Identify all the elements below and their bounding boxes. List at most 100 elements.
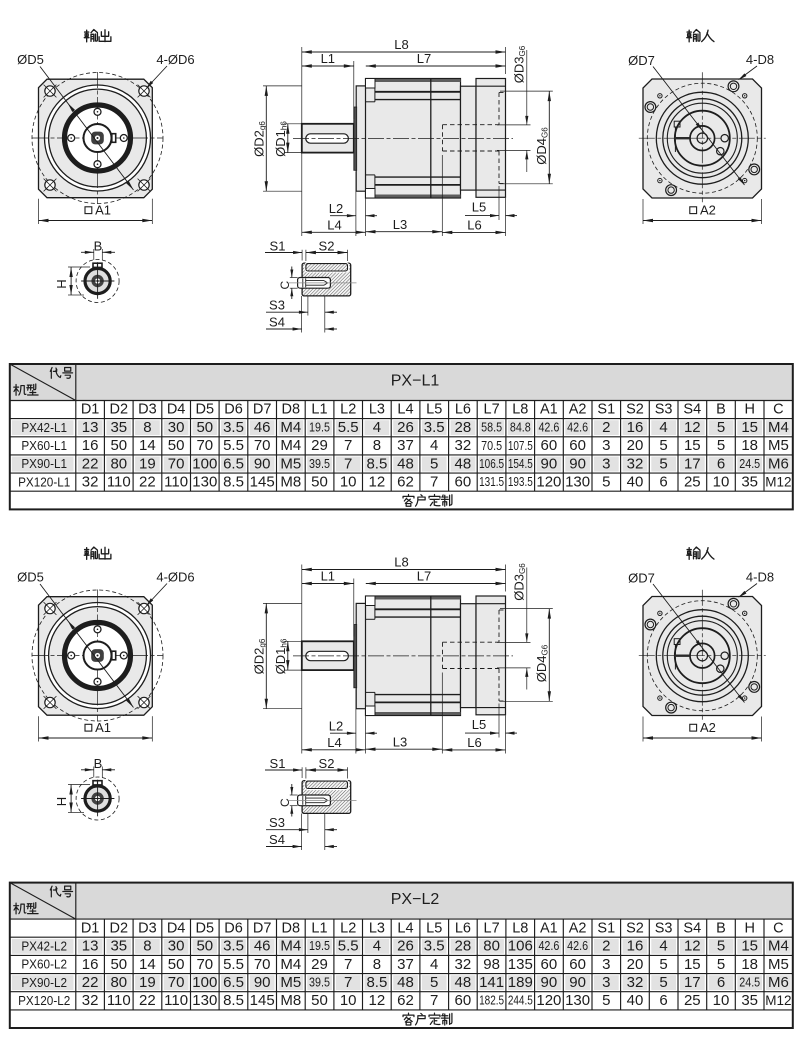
svg-text:H: H: [54, 797, 69, 806]
svg-text:4: 4: [659, 419, 667, 436]
svg-text:189: 189: [508, 974, 533, 991]
svg-text:D3: D3: [138, 920, 157, 936]
svg-text:120: 120: [536, 474, 561, 491]
svg-text:H: H: [744, 402, 754, 418]
svg-text:D4: D4: [167, 402, 186, 418]
svg-text:S1: S1: [270, 239, 286, 254]
svg-text:3.5: 3.5: [223, 419, 244, 436]
svg-text:12: 12: [684, 419, 701, 436]
svg-text:40: 40: [627, 474, 644, 491]
svg-text:6.5: 6.5: [223, 974, 244, 991]
svg-text:28: 28: [455, 938, 472, 955]
svg-text:H: H: [54, 279, 69, 288]
svg-text:25: 25: [684, 474, 701, 491]
svg-text:32: 32: [455, 956, 472, 973]
svg-text:70: 70: [196, 437, 213, 454]
svg-text:L6: L6: [467, 218, 481, 233]
svg-text:4: 4: [430, 956, 438, 973]
svg-text:S1: S1: [597, 402, 615, 418]
svg-text:7: 7: [344, 437, 352, 454]
svg-text:D5: D5: [196, 920, 215, 936]
svg-text:S4: S4: [683, 920, 701, 936]
svg-text:32: 32: [82, 992, 99, 1009]
svg-text:90: 90: [541, 455, 558, 472]
svg-text:S4: S4: [269, 314, 285, 329]
svg-text:7: 7: [344, 956, 352, 973]
svg-text:6.5: 6.5: [223, 455, 244, 472]
svg-text:S4: S4: [269, 832, 285, 847]
svg-text:18: 18: [741, 437, 758, 454]
svg-text:46: 46: [254, 938, 271, 955]
svg-text:S4: S4: [683, 402, 701, 418]
svg-text:26: 26: [397, 419, 414, 436]
svg-text:135: 135: [508, 956, 533, 973]
svg-text:L8: L8: [512, 920, 528, 936]
svg-text:L3: L3: [369, 402, 385, 418]
svg-text:L6: L6: [455, 402, 471, 418]
svg-text:32: 32: [627, 974, 644, 991]
svg-text:L1: L1: [321, 51, 335, 66]
svg-text:48: 48: [455, 974, 472, 991]
svg-text:70: 70: [254, 437, 271, 454]
svg-text:4-D8: 4-D8: [746, 52, 774, 67]
svg-text:M4: M4: [768, 419, 789, 436]
svg-text:84.8: 84.8: [510, 420, 531, 435]
svg-text:145: 145: [250, 474, 275, 491]
svg-text:5: 5: [717, 938, 725, 955]
svg-text:42.6: 42.6: [567, 420, 588, 435]
svg-text:17: 17: [684, 974, 701, 991]
svg-text:90: 90: [541, 974, 558, 991]
svg-text:50: 50: [110, 956, 127, 973]
svg-text:80: 80: [483, 938, 500, 955]
svg-text:19: 19: [139, 974, 156, 991]
svg-text:100: 100: [192, 974, 217, 991]
svg-text:30: 30: [168, 938, 185, 955]
svg-text:3: 3: [602, 974, 610, 991]
svg-text:L2: L2: [340, 402, 356, 418]
svg-text:20: 20: [627, 437, 644, 454]
svg-text:6: 6: [717, 455, 725, 472]
svg-text:15: 15: [684, 956, 701, 973]
svg-text:19: 19: [139, 455, 156, 472]
svg-text:L5: L5: [426, 402, 442, 418]
svg-text:3: 3: [602, 956, 610, 973]
svg-text:154.5: 154.5: [508, 458, 533, 471]
svg-text:L7: L7: [417, 569, 431, 584]
svg-text:PX−L1: PX−L1: [391, 373, 440, 390]
svg-text:60: 60: [569, 437, 586, 454]
svg-text:35: 35: [110, 419, 127, 436]
svg-text:58.5: 58.5: [481, 420, 502, 435]
svg-text:120: 120: [536, 992, 561, 1009]
svg-text:48: 48: [397, 455, 414, 472]
svg-text:3: 3: [602, 437, 610, 454]
svg-text:M12: M12: [765, 474, 791, 489]
svg-text:S2: S2: [626, 920, 644, 936]
svg-text:A2: A2: [569, 920, 587, 936]
svg-text:5: 5: [717, 419, 725, 436]
svg-text:A1: A1: [540, 920, 558, 936]
svg-text:2: 2: [602, 938, 610, 955]
svg-text:B: B: [716, 920, 726, 936]
svg-text:107.5: 107.5: [508, 440, 533, 453]
svg-text:S1: S1: [597, 920, 615, 936]
svg-text:L7: L7: [484, 402, 500, 418]
svg-text:28: 28: [455, 419, 472, 436]
svg-text:L8: L8: [394, 555, 408, 570]
svg-text:5: 5: [602, 992, 610, 1009]
svg-text:A1: A1: [95, 203, 111, 218]
svg-text:90: 90: [254, 974, 271, 991]
svg-text:50: 50: [196, 419, 213, 436]
svg-text:35: 35: [741, 474, 758, 491]
svg-text:PX120-L1: PX120-L1: [18, 475, 70, 490]
svg-text:S1: S1: [270, 756, 286, 771]
svg-text:H: H: [744, 920, 754, 936]
svg-text:90: 90: [254, 455, 271, 472]
svg-text:5: 5: [659, 956, 667, 973]
svg-text:16: 16: [82, 437, 99, 454]
svg-text:5: 5: [659, 437, 667, 454]
svg-text:193.5: 193.5: [508, 476, 533, 489]
svg-text:25: 25: [684, 992, 701, 1009]
svg-text:4: 4: [373, 419, 381, 436]
svg-text:32: 32: [455, 437, 472, 454]
svg-text:3.5: 3.5: [424, 938, 445, 955]
